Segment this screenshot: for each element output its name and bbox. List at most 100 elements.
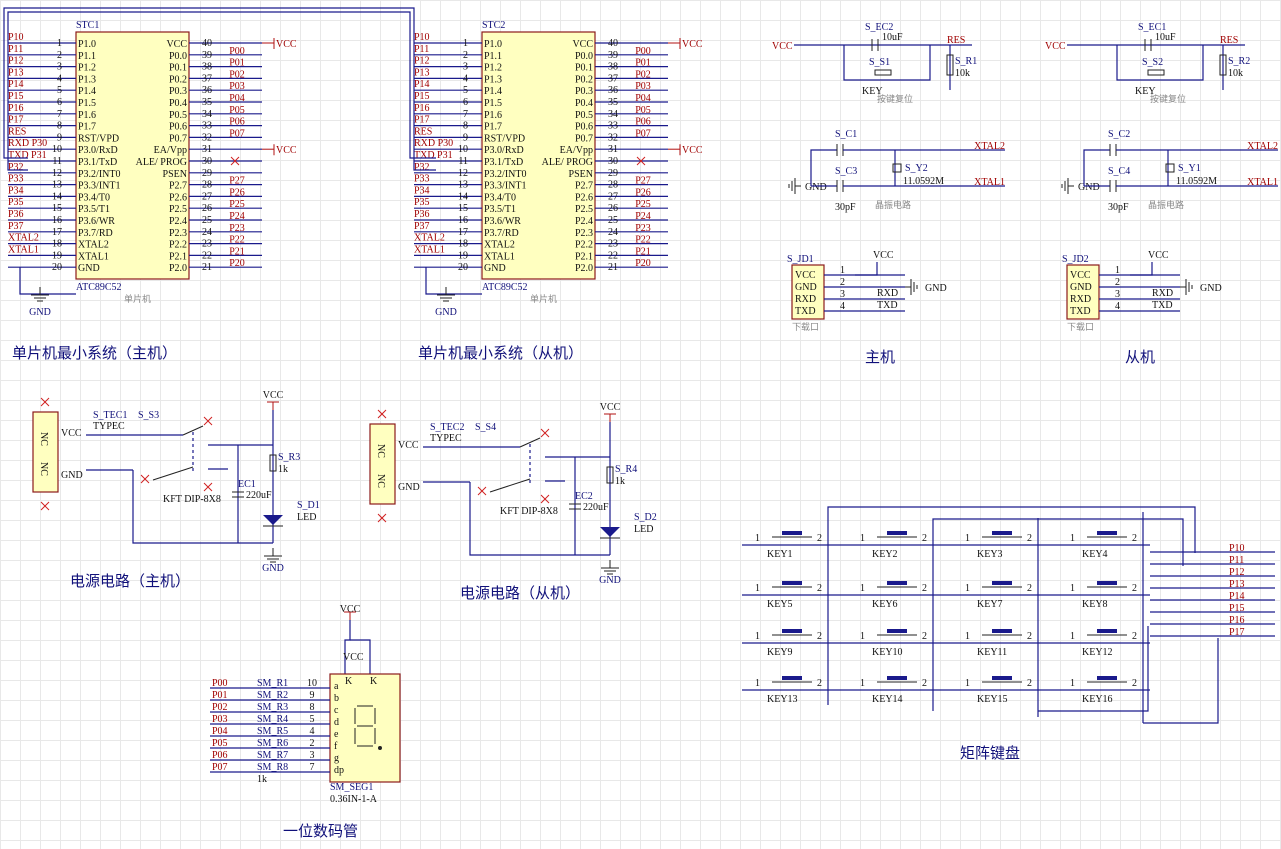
pin-number: 30 (202, 156, 212, 167)
mcu-chip-body[interactable] (75, 31, 190, 280)
key-switch[interactable] (992, 581, 1012, 585)
net-label: P17 (414, 115, 430, 126)
download-connector[interactable] (791, 264, 825, 320)
switch-label: S_S3 (138, 410, 159, 421)
net-label: XTAL1 (1247, 177, 1278, 188)
net-label: P36 (414, 209, 430, 220)
pin-number: 1 (965, 631, 970, 642)
reset-button[interactable] (1147, 69, 1165, 76)
key-switch[interactable] (992, 676, 1012, 680)
pin-name: TXD (1070, 306, 1091, 317)
pin-number: 37 (202, 73, 212, 84)
cap-value: 10uF (882, 32, 903, 43)
net-label: P12 (1229, 567, 1245, 578)
pin-number: 2 (817, 631, 822, 642)
cap-label: EC1 (238, 479, 256, 490)
connector-caption: 下载口 (792, 321, 819, 333)
reset-resistor (946, 54, 954, 76)
typec-port[interactable] (32, 411, 59, 493)
pin-number: 34 (608, 109, 618, 120)
pin-number: 25 (608, 215, 618, 226)
pin-name: P3.6/WR (484, 216, 521, 227)
seven-segment-display[interactable] (329, 673, 401, 783)
key-switch[interactable] (782, 531, 802, 535)
section-title: 矩阵键盘 (960, 744, 1020, 762)
resistor-label: SM_R2 (257, 690, 288, 701)
resistor-label: SM_R1 (257, 678, 288, 689)
led-type: LED (297, 512, 316, 523)
vcc-label: VCC (600, 402, 621, 413)
reset-wire (843, 45, 931, 81)
pin-number: 25 (202, 215, 212, 226)
no-connect-mark (40, 501, 50, 511)
key-switch[interactable] (782, 676, 802, 680)
pin-name: P2.2 (575, 240, 593, 251)
switch-type: KFT DIP-8X8 (163, 494, 221, 505)
reset-wire (1116, 45, 1204, 81)
cap-label: S_EC1 (1138, 22, 1166, 33)
reset-button[interactable] (874, 69, 892, 76)
pin-name: P3.6/WR (78, 216, 115, 227)
key-switch[interactable] (1097, 629, 1117, 633)
pin-name: RST/VPD (78, 133, 119, 144)
pin-name: P1.4 (484, 86, 502, 97)
pin-name: P0.6 (169, 122, 187, 133)
pin-number: 26 (202, 203, 212, 214)
pin-number: 3 (1115, 289, 1120, 300)
pin-number: 1 (860, 533, 865, 544)
chip-part: ATC89C52 (76, 282, 122, 293)
key-switch[interactable] (782, 581, 802, 585)
key-switch[interactable] (887, 629, 907, 633)
key-switch[interactable] (782, 629, 802, 633)
typec-port[interactable] (369, 423, 396, 505)
cap-value: 30pF (835, 202, 856, 213)
key-switch[interactable] (1097, 676, 1117, 680)
pin-number: 1 (965, 583, 970, 594)
net-label: P12 (414, 56, 430, 67)
reset-caption: 按键复位 (877, 93, 913, 105)
pin-name: P1.2 (78, 63, 96, 74)
pin-number: 20 (458, 262, 468, 273)
pin-name: P1.4 (78, 86, 96, 97)
net-label: XTAL2 (974, 141, 1005, 152)
key-switch[interactable] (992, 531, 1012, 535)
segment-name: dp (334, 765, 344, 776)
download-connector[interactable] (1066, 264, 1100, 320)
key-switch[interactable] (992, 629, 1012, 633)
pin-name: P3.4/T0 (78, 192, 110, 203)
seg-wire (344, 620, 351, 674)
mcu-chip-body[interactable] (481, 31, 596, 280)
pin-number: 40 (608, 38, 618, 49)
pin-number: 1 (860, 583, 865, 594)
key-switch[interactable] (887, 676, 907, 680)
net-label: P24 (229, 211, 245, 222)
pin-name: P3.1/TxD (78, 157, 117, 168)
vcc-label: VCC (1045, 41, 1066, 52)
net-label: P36 (8, 209, 24, 220)
segment-name: g (334, 753, 339, 764)
net-label: P23 (635, 223, 651, 234)
digit-glyph (354, 705, 382, 750)
net-label: XTAL1 (974, 177, 1005, 188)
key-switch[interactable] (1097, 581, 1117, 585)
key-switch[interactable] (887, 531, 907, 535)
pin-number: 3 (57, 62, 62, 73)
ground-symbol (264, 548, 282, 563)
pin-number: 13 (52, 180, 62, 191)
pin-name: XTAL2 (78, 240, 109, 251)
pin-name: P1.7 (484, 122, 502, 133)
key-label: KEY5 (767, 599, 793, 610)
net-label: P12 (8, 56, 24, 67)
key-switch[interactable] (887, 581, 907, 585)
net-label: XTAL2 (8, 233, 39, 244)
pin-number: 15 (52, 203, 62, 214)
key-switch[interactable] (1097, 531, 1117, 535)
net-label: P03 (635, 81, 651, 92)
led-resistor (269, 454, 277, 472)
switch-label: S_S4 (475, 422, 496, 433)
pin-number: 35 (202, 97, 212, 108)
ground-symbol (788, 178, 801, 194)
section-title: 电源电路（主机） (70, 572, 190, 590)
pin-number: 29 (202, 168, 212, 179)
